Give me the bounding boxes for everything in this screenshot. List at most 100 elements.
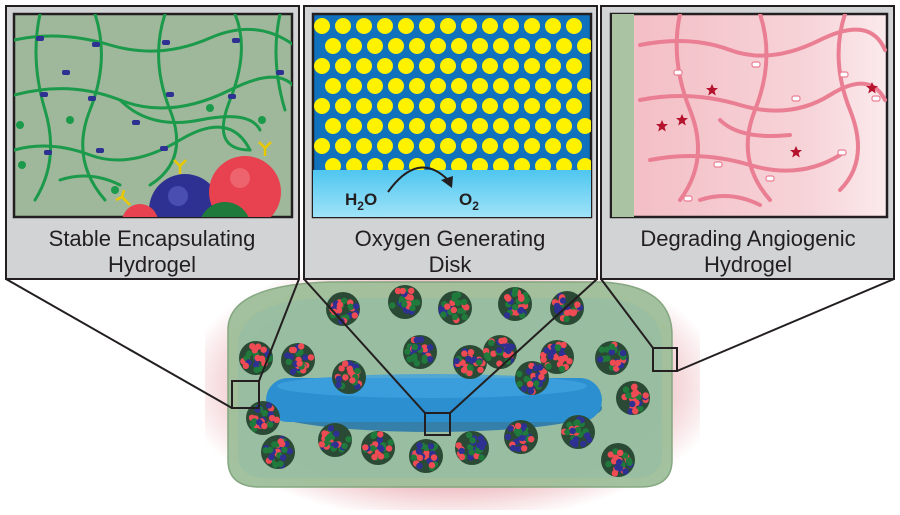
oxygen-particle [314, 138, 330, 154]
oxygen-particle [367, 118, 383, 134]
cell-cluster [455, 431, 489, 465]
oxygen-particle [545, 98, 561, 114]
oxygen-particle [566, 138, 582, 154]
panel-caption-line2: Disk [429, 252, 473, 277]
oxygen-particle [514, 78, 530, 94]
oxygen-particle [451, 78, 467, 94]
cell-cluster [540, 340, 574, 374]
oxygen-particle [346, 118, 362, 134]
oxygen-particle [545, 138, 561, 154]
oxygen-particle [545, 18, 561, 34]
cell-cluster [361, 431, 395, 465]
oxygen-particle [398, 138, 414, 154]
reactant-subscript: 2 [357, 199, 364, 213]
oxygen-particle [556, 38, 572, 54]
oxygen-particle [377, 18, 393, 34]
zoom-box-disk [424, 412, 451, 436]
product-subscript: 2 [472, 199, 479, 213]
oxygen-particle [419, 18, 435, 34]
oxygen-particle [398, 18, 414, 34]
cell-cluster [601, 443, 635, 477]
oxygen-particle [451, 38, 467, 54]
oxygen-particle [356, 98, 372, 114]
oxygen-particle [377, 58, 393, 74]
oxygen-particle [335, 138, 351, 154]
oxygen-particle [493, 118, 509, 134]
oxygen-particle [482, 98, 498, 114]
oxygen-particle [482, 18, 498, 34]
oxygen-particle [482, 58, 498, 74]
oxygen-particle [430, 78, 446, 94]
cell-red-small [122, 204, 158, 217]
panel-caption-line1: Oxygen Generating [355, 226, 546, 251]
oxygen-particle [514, 38, 530, 54]
oxygen-particle [535, 118, 551, 134]
panel-disk: H2O O2 Oxygen Generating Disk [303, 5, 598, 280]
oxygen-particle [388, 38, 404, 54]
oxygen-particle [461, 98, 477, 114]
cell-cluster [409, 439, 443, 473]
oxygen-particle [409, 118, 425, 134]
svg-text:H2O: H2O [345, 190, 377, 213]
oxygen-particle [314, 58, 330, 74]
panel-caption-line2: Hydrogel [704, 252, 792, 277]
oxygen-particle [524, 138, 540, 154]
oxygen-particle [377, 138, 393, 154]
oxygen-particle [356, 138, 372, 154]
cell-green [201, 202, 249, 217]
oxygen-particle [367, 38, 383, 54]
gel-interface-strip [612, 14, 634, 217]
cell-cluster [246, 401, 280, 435]
oxygen-particle [325, 38, 341, 54]
construct-illustration [5, 260, 895, 510]
hydrogel-network [14, 14, 292, 217]
oxygen-particle [577, 118, 591, 134]
cell-cluster [318, 423, 352, 457]
oxygen-particle [461, 18, 477, 34]
oxygen-particle [524, 58, 540, 74]
oxygen-particle [524, 98, 540, 114]
panel-caption-line1: Stable Encapsulating [49, 226, 256, 251]
oxygen-particle [440, 98, 456, 114]
cell-cluster [595, 341, 629, 375]
oxygen-particle [514, 118, 530, 134]
reactant-o: O [364, 190, 377, 209]
cell-cluster [261, 435, 295, 469]
growth-factor-stars [656, 82, 878, 158]
oxygen-particle [356, 18, 372, 34]
oxygen-particle [472, 78, 488, 94]
oxygen-particle [577, 158, 591, 174]
oxygen-particle [409, 38, 425, 54]
oxygen-particle [430, 38, 446, 54]
oxygen-particle [503, 58, 519, 74]
oxygen-particle [314, 18, 330, 34]
oxygen-particle [535, 78, 551, 94]
oxygen-particle [335, 18, 351, 34]
cell-cluster [332, 360, 366, 394]
oxygen-particle [556, 118, 572, 134]
product-o: O [459, 190, 472, 209]
oxygen-particle [451, 118, 467, 134]
panel-caption-line1: Degrading Angiogenic [640, 226, 855, 251]
panel-degrading: Degrading Angiogenic Hydrogel [600, 5, 895, 280]
oxygen-particle [503, 138, 519, 154]
cell-cluster [403, 335, 437, 369]
oxygen-particle [482, 138, 498, 154]
oxygen-particle [493, 38, 509, 54]
cleavage-sites [673, 61, 881, 202]
oxygen-particle [356, 58, 372, 74]
zoom-box-degrading [652, 347, 678, 372]
oxygen-particle [367, 78, 383, 94]
oxygen-particle [577, 38, 591, 54]
oxygen-particle [419, 58, 435, 74]
oxygen-particle [419, 138, 435, 154]
oxygen-particle [440, 138, 456, 154]
oxygen-particle [493, 78, 509, 94]
cell-cluster [561, 415, 595, 449]
cell-cluster [504, 420, 538, 454]
oxygen-particle [545, 58, 561, 74]
cell-cluster [550, 291, 584, 325]
reactant-h: H [345, 190, 357, 209]
oxygen-particle [314, 98, 330, 114]
